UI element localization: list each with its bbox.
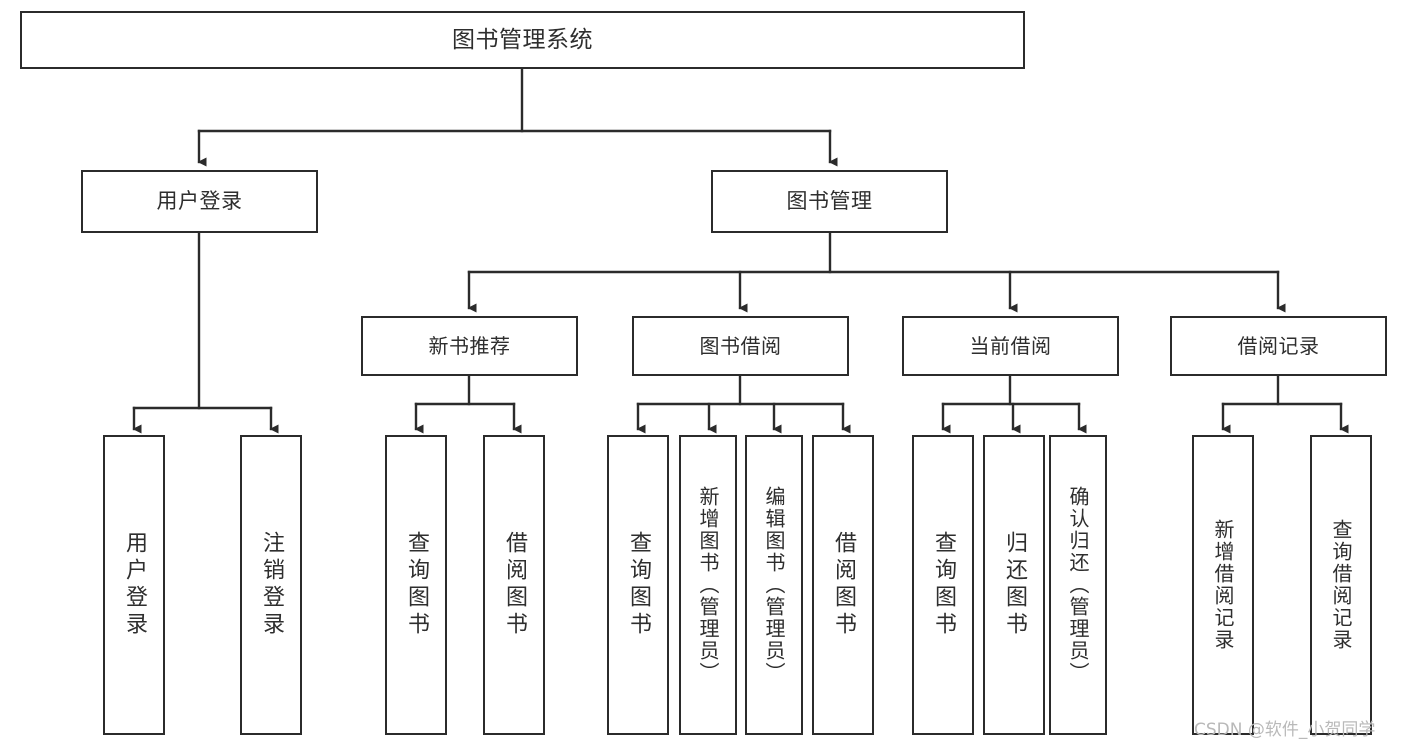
leaf-record-query-record[interactable]: 查询借阅记录 — [1310, 435, 1372, 735]
leaf-current-query-book[interactable]: 查询图书 — [912, 435, 974, 735]
node-book-management[interactable]: 图书管理 — [711, 170, 948, 233]
node-label: 查询图书 — [931, 531, 956, 639]
node-new-book-recommend[interactable]: 新书推荐 — [361, 316, 578, 376]
node-label: 图书管理系统 — [452, 26, 593, 53]
node-label: 新书推荐 — [428, 333, 511, 358]
leaf-borrow-borrow-book[interactable]: 借阅图书 — [812, 435, 874, 735]
node-label: 图书管理 — [786, 189, 873, 214]
node-root-system[interactable]: 图书管理系统 — [20, 11, 1025, 69]
node-label: 借阅图书 — [502, 531, 527, 639]
node-label: 编辑图书（管理员） — [762, 486, 786, 684]
node-label: 当前借阅 — [969, 333, 1052, 358]
node-label: 归还图书 — [1002, 531, 1027, 639]
node-label: 用户登录 — [156, 189, 243, 214]
node-label: 注销登录 — [259, 531, 284, 639]
node-borrow-record[interactable]: 借阅记录 — [1170, 316, 1387, 376]
node-label: 确认归还（管理员） — [1066, 486, 1090, 684]
leaf-user-login-logout[interactable]: 注销登录 — [240, 435, 302, 735]
leaf-borrow-add-book-admin[interactable]: 新增图书（管理员） — [679, 435, 737, 735]
node-label: 查询借阅记录 — [1329, 519, 1353, 651]
leaf-borrow-edit-book-admin[interactable]: 编辑图书（管理员） — [745, 435, 803, 735]
node-label: 新增图书（管理员） — [696, 486, 720, 684]
node-label: 借阅记录 — [1237, 333, 1320, 358]
leaf-record-add-record[interactable]: 新增借阅记录 — [1192, 435, 1254, 735]
leaf-borrow-query-book[interactable]: 查询图书 — [607, 435, 669, 735]
node-label: 查询图书 — [404, 531, 429, 639]
node-label: 借阅图书 — [831, 531, 856, 639]
leaf-current-confirm-return-admin[interactable]: 确认归还（管理员） — [1049, 435, 1107, 735]
node-label: 新增借阅记录 — [1211, 519, 1235, 651]
node-current-borrow[interactable]: 当前借阅 — [902, 316, 1119, 376]
leaf-current-return-book[interactable]: 归还图书 — [983, 435, 1045, 735]
leaf-new-book-query[interactable]: 查询图书 — [385, 435, 447, 735]
node-label: 图书借阅 — [699, 333, 782, 358]
leaf-new-book-borrow[interactable]: 借阅图书 — [483, 435, 545, 735]
node-label: 查询图书 — [626, 531, 651, 639]
leaf-user-login-login[interactable]: 用户登录 — [103, 435, 165, 735]
node-book-borrow[interactable]: 图书借阅 — [632, 316, 849, 376]
node-user-login[interactable]: 用户登录 — [81, 170, 318, 233]
csdn-watermark: CSDN @软件_小贺同学 — [1194, 720, 1376, 740]
node-label: 用户登录 — [122, 531, 147, 639]
